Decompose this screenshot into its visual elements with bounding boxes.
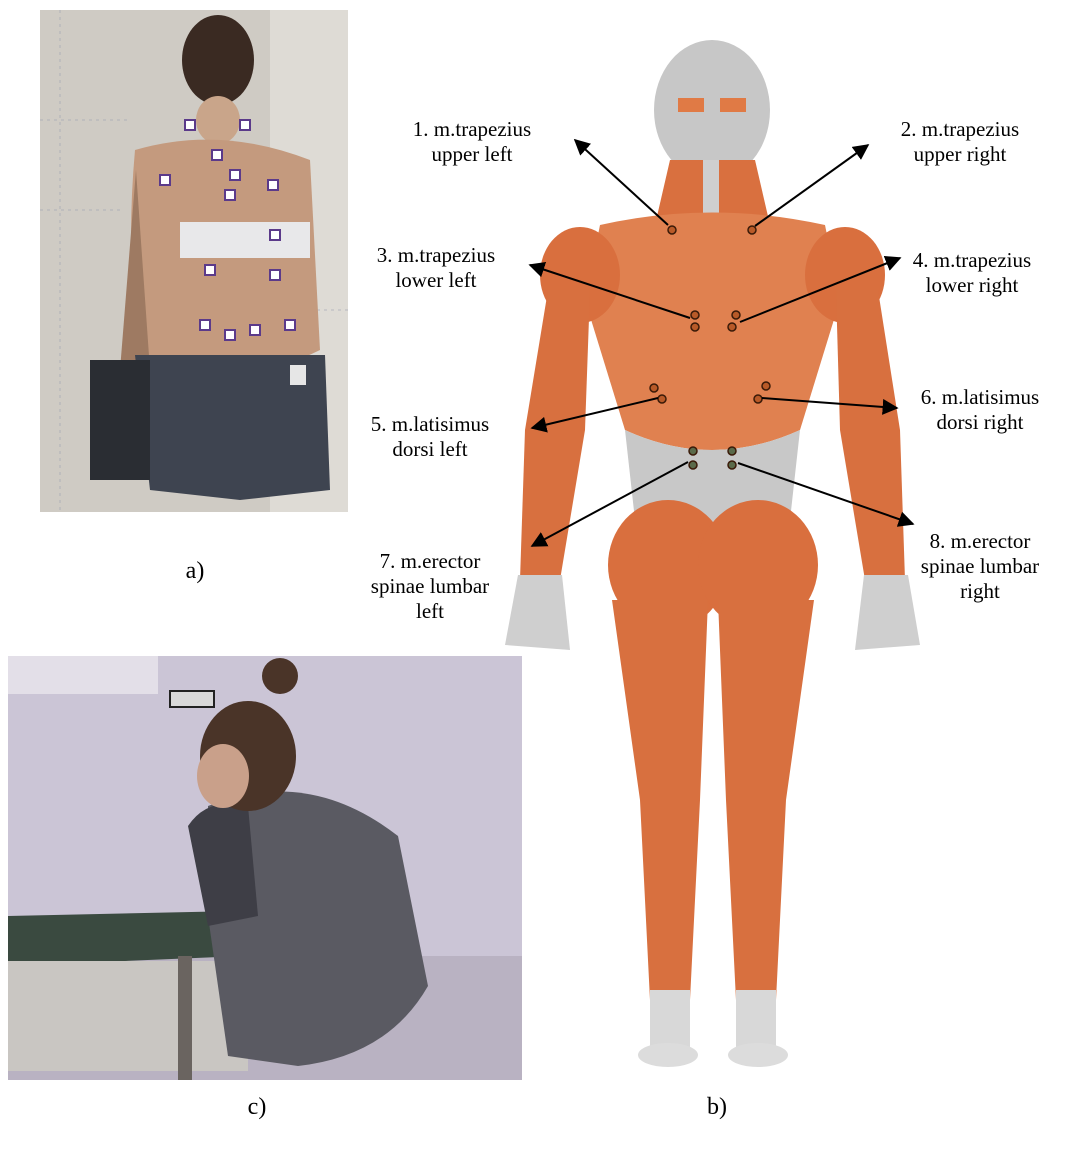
label-trapezius-lower-left: 3. m.trapezius lower left	[336, 243, 536, 293]
label-latissimus-left: 5. m.latisimus dorsi left	[330, 412, 530, 462]
caption-b: b)	[692, 1094, 742, 1121]
label-erector-spinae-left: 7. m.erector spinae lumbar left	[330, 549, 530, 624]
label-erector-spinae-right: 8. m.erector spinae lumbar right	[880, 529, 1080, 604]
label-trapezius-upper-right: 2. m.trapezius upper right	[860, 117, 1060, 167]
label-trapezius-upper-left: 1. m.trapezius upper left	[372, 117, 572, 167]
label-latissimus-right: 6. m.latisimus dorsi right	[880, 385, 1080, 435]
label-trapezius-lower-right: 4. m.trapezius lower right	[872, 248, 1072, 298]
